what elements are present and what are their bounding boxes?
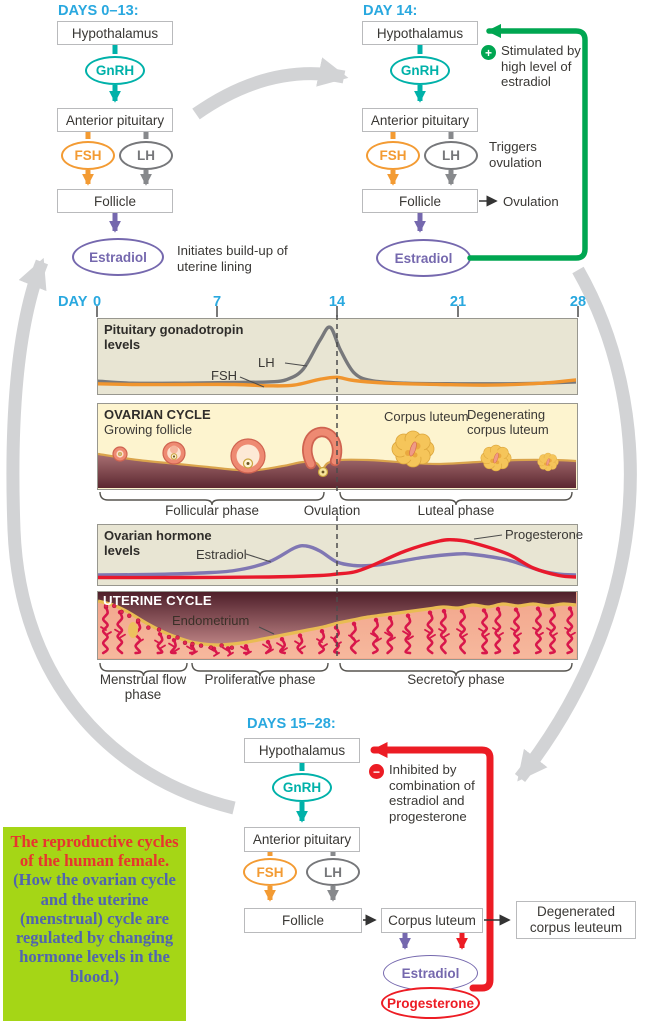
caption-box: The reproductive cycles of the human fem… bbox=[3, 827, 186, 1021]
follicle-small bbox=[112, 446, 128, 462]
flow2-stimulated-note: Stimulated by high level of estradiol bbox=[501, 43, 581, 90]
flow1-note: Initiates build-up of uterine lining bbox=[177, 243, 288, 274]
day-tick-14: 14 bbox=[328, 294, 346, 310]
flow2-ovulation-label: Ovulation bbox=[503, 194, 559, 209]
flow2-follicle-box: Follicle bbox=[362, 189, 478, 213]
flow1-gnrh-oval: GnRH bbox=[85, 56, 145, 85]
day-tick-21: 21 bbox=[449, 294, 467, 310]
flow3-corpus-luteum-box: Corpus luteum bbox=[381, 908, 483, 933]
follicle-large bbox=[230, 438, 266, 474]
lh-curve-label: LH bbox=[258, 355, 275, 370]
ovulation-phase-label: Ovulation bbox=[303, 503, 361, 518]
growing-follicle-label: Growing follicle bbox=[104, 422, 193, 437]
day-tick-28: 28 bbox=[569, 294, 587, 310]
follicular-phase-label: Follicular phase bbox=[165, 503, 259, 518]
flow2-gnrh-oval: GnRH bbox=[390, 56, 450, 85]
day-tick-7: 7 bbox=[212, 294, 222, 310]
degenerating-corpus-luteum-label: Degenerating corpus luteum bbox=[467, 407, 549, 437]
endometrium-label: Endometrium bbox=[172, 613, 250, 628]
uterine-panel-title: UTERINE CYCLE bbox=[103, 593, 212, 608]
flow1-hypothalamus-box: Hypothalamus bbox=[57, 21, 173, 45]
flow2-estradiol-oval: Estradiol bbox=[376, 239, 471, 277]
degenerating-corpus-luteum-art-2 bbox=[537, 452, 559, 472]
flow3-anterior-pituitary-box: Anterior pituitary bbox=[244, 827, 360, 852]
flow1-follicle-box: Follicle bbox=[57, 189, 173, 213]
cycle-arrow-top bbox=[192, 57, 349, 120]
follicle-medium bbox=[162, 441, 186, 465]
flow1-title: DAYS 0–13: bbox=[58, 3, 139, 19]
plus-sign-icon: + bbox=[481, 45, 496, 60]
corpus-luteum-label: Corpus luteum bbox=[384, 409, 469, 424]
flow2-hypothalamus-box: Hypothalamus bbox=[362, 21, 478, 45]
flow2-lh-oval: LH bbox=[424, 141, 478, 170]
flow3-lh-oval: LH bbox=[306, 858, 360, 886]
flow1-lh-oval: LH bbox=[119, 141, 173, 170]
flow1-anterior-pituitary-box: Anterior pituitary bbox=[57, 108, 173, 132]
gonadotropin-panel-title: Pituitary gonadotropin levels bbox=[104, 322, 244, 352]
flow2-anterior-pituitary-box: Anterior pituitary bbox=[362, 108, 478, 132]
proliferative-phase-label: Proliferative phase bbox=[204, 672, 316, 687]
flow3-title: DAYS 15–28: bbox=[247, 716, 336, 732]
flow2-fsh-oval: FSH bbox=[366, 141, 420, 170]
flow3-estradiol-oval: Estradiol bbox=[383, 955, 478, 991]
day-tick-0: 0 bbox=[92, 294, 102, 310]
progesterone-curve-label: Progesterone bbox=[505, 527, 584, 542]
flow3-inhibited-note: Inhibited by combination of estradiol an… bbox=[389, 762, 475, 824]
luteal-phase-label: Luteal phase bbox=[417, 503, 495, 518]
secretory-phase-label: Secretory phase bbox=[407, 672, 505, 687]
flow2-triggers-note: Triggers ovulation bbox=[489, 139, 542, 170]
day-axis-label: DAY bbox=[58, 294, 88, 310]
flow3-fsh-oval: FSH bbox=[243, 858, 297, 886]
degenerating-corpus-luteum-art bbox=[480, 444, 512, 472]
menstrual-phase-label: Menstrual flow phase bbox=[99, 672, 187, 702]
fsh-curve-label: FSH bbox=[211, 368, 237, 383]
caption-subtitle: (How the ovarian cycle and the uterine (… bbox=[13, 870, 176, 986]
flow3-gnrh-oval: GnRH bbox=[272, 773, 332, 802]
flow1-estradiol-oval: Estradiol bbox=[72, 238, 164, 276]
estradiol-curve-label: Estradiol bbox=[196, 547, 247, 562]
flow2-title: DAY 14: bbox=[363, 3, 418, 19]
flow1-fsh-oval: FSH bbox=[61, 141, 115, 170]
ovarian-panel-title: OVARIAN CYCLE bbox=[104, 407, 211, 422]
flow3-degenerated-box: Degenerated corpus leuteum bbox=[516, 901, 636, 939]
caption-title: The reproductive cycles of the human fem… bbox=[10, 832, 179, 871]
flow3-hypothalamus-box: Hypothalamus bbox=[244, 738, 360, 763]
flow3-follicle-box: Follicle bbox=[244, 908, 362, 933]
flow3-progesterone-oval: Progesterone bbox=[381, 987, 480, 1019]
minus-sign-icon: − bbox=[369, 764, 384, 779]
corpus-luteum-art bbox=[391, 430, 435, 468]
